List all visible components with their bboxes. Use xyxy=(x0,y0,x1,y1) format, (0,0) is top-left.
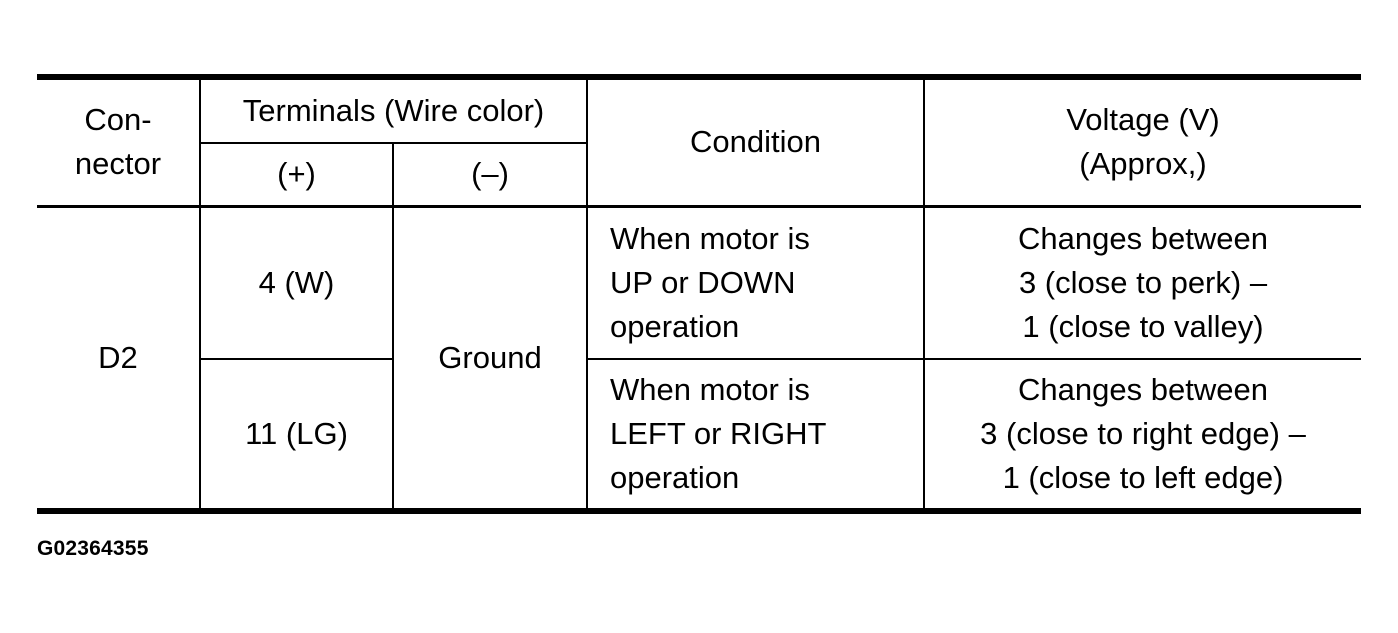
cell-condition: When motor is UP or DOWN operation xyxy=(586,205,926,360)
header-connector: Con- nector xyxy=(37,74,201,208)
voltage-line-3: 1 (close to left edge) xyxy=(1002,460,1284,495)
header-connector-line-2: nector xyxy=(74,146,162,182)
figure-code: G02364355 xyxy=(37,537,149,560)
header-voltage-line-1: Voltage (V) xyxy=(1066,102,1220,138)
condition-line-1: When motor is xyxy=(610,372,810,407)
cell-plus-terminal: 4 (W) xyxy=(199,205,394,360)
cell-plus-terminal: 11 (LG) xyxy=(199,358,394,514)
voltage-line-1: Changes between xyxy=(1018,372,1268,407)
condition-line-3: operation xyxy=(610,308,740,344)
header-row-1: Con- nector Terminals (Wire color) Condi… xyxy=(37,74,1362,208)
cell-minus-terminal: Ground xyxy=(391,205,589,514)
header-row-2: (+) (–) xyxy=(37,142,1361,208)
header-voltage: Voltage (V) (Approx,) xyxy=(923,74,1362,208)
spec-table-container: Con- nector Terminals (Wire color) Condi… xyxy=(37,74,1362,514)
cell-voltage: Changes between 3 (close to perk) – 1 (c… xyxy=(923,205,1362,360)
connector-voltage-table: Con- nector Terminals (Wire color) Condi… xyxy=(37,74,1362,514)
table-row: D2 4 (W) Ground When motor is UP or DOWN… xyxy=(37,205,1362,514)
header-plus: (+) xyxy=(199,142,394,208)
header-voltage-line-2: (Approx,) xyxy=(1079,146,1207,182)
cell-voltage: Changes between 3 (close to right edge) … xyxy=(923,358,1362,514)
header-terminals: Terminals (Wire color) xyxy=(198,74,589,144)
header-condition: Condition xyxy=(586,74,926,208)
voltage-line-2: 3 (close to perk) – xyxy=(1018,264,1268,300)
header-minus: (–) xyxy=(391,142,589,208)
table-row: 11 (LG) When motor is LEFT or RIGHT oper… xyxy=(37,358,1362,514)
cell-connector: D2 xyxy=(37,205,201,514)
condition-line-1: When motor is xyxy=(610,220,810,256)
voltage-line-3: 1 (close to valley) xyxy=(1022,308,1264,344)
header-connector-line-1: Con- xyxy=(84,102,152,138)
voltage-line-2: 3 (close to right edge) – xyxy=(980,416,1306,451)
condition-line-2: UP or DOWN xyxy=(610,264,796,300)
condition-line-3: operation xyxy=(610,460,740,495)
voltage-line-1: Changes between xyxy=(1018,220,1268,256)
condition-line-2: LEFT or RIGHT xyxy=(610,416,827,451)
cell-condition: When motor is LEFT or RIGHT operation xyxy=(586,358,926,514)
